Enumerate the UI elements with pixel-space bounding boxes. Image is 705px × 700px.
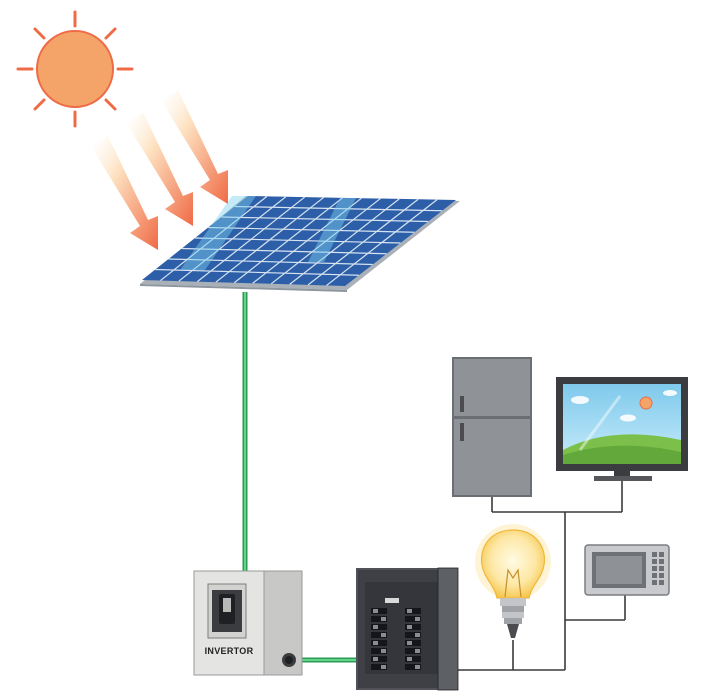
sunbeam-arrows: [92, 90, 228, 250]
breaker-switch: [405, 648, 421, 654]
microwave-key: [659, 552, 664, 557]
breaker-switch: [405, 632, 421, 638]
breaker-switch: [371, 648, 387, 654]
breaker-switch: [371, 656, 387, 662]
microwave-key: [659, 566, 664, 571]
breaker-toggle: [373, 641, 378, 645]
sun-icon: [16, 10, 134, 128]
solar-panel-icon: [139, 195, 460, 292]
breaker-toggle: [415, 633, 420, 637]
breaker-toggle: [415, 617, 420, 621]
breaker-switch: [371, 664, 387, 670]
microwave-icon: [584, 544, 670, 596]
inverter-label: INVERTOR: [205, 646, 254, 656]
microwave-key: [659, 573, 664, 578]
microwave-key: [659, 580, 664, 585]
breaker-switch: [371, 640, 387, 646]
breaker-toggle: [415, 665, 420, 669]
microwave-key: [652, 566, 657, 571]
breaker-toggle: [415, 649, 420, 653]
breaker-toggle: [373, 609, 378, 613]
panel-grid-line: [221, 216, 429, 223]
appliance-wiring: [458, 480, 626, 671]
breaker-toggle: [373, 625, 378, 629]
breaker-toggle: [381, 617, 386, 621]
breaker-toggle: [373, 657, 378, 661]
tv-sun-icon: [639, 396, 653, 410]
breaker-switch: [371, 632, 387, 638]
breaker-switch: [371, 608, 387, 614]
breaker-switch: [405, 616, 421, 622]
panel-grid-line: [234, 205, 443, 212]
refrigerator-icon: [452, 357, 532, 497]
microwave-key: [652, 580, 657, 585]
breaker-panel-icon: [356, 567, 459, 691]
breaker-toggle: [407, 609, 412, 613]
breaker-toggle: [381, 649, 386, 653]
breaker-switch: [405, 608, 421, 614]
microwave-key: [652, 552, 657, 557]
panel-grid-line: [208, 226, 415, 233]
panel-grid-line: [181, 247, 387, 255]
breaker-toggle: [407, 625, 412, 629]
breaker-toggle: [407, 657, 412, 661]
television-icon: [556, 377, 688, 481]
breaker-switch: [405, 640, 421, 646]
breaker-switch: [405, 624, 421, 630]
panel-grid-line: [168, 258, 373, 266]
light-bulb-icon: [475, 524, 551, 638]
breaker-switch: [405, 656, 421, 662]
panel-grid-line: [155, 268, 359, 276]
breaker-switch: [371, 624, 387, 630]
sunbeam-arrow: [127, 112, 193, 226]
microwave-key: [652, 573, 657, 578]
breaker-toggle: [381, 633, 386, 637]
breaker-toggle: [407, 641, 412, 645]
microwave-key: [659, 559, 664, 564]
panel-grid-line: [194, 237, 401, 244]
microwave-key: [652, 559, 657, 564]
breaker-toggle: [381, 665, 386, 669]
sunbeam-arrow: [92, 136, 158, 250]
inverter-icon: INVERTOR: [193, 570, 303, 676]
breaker-switch: [405, 664, 421, 670]
breaker-switch: [371, 616, 387, 622]
sunbeam-arrow: [162, 90, 228, 204]
